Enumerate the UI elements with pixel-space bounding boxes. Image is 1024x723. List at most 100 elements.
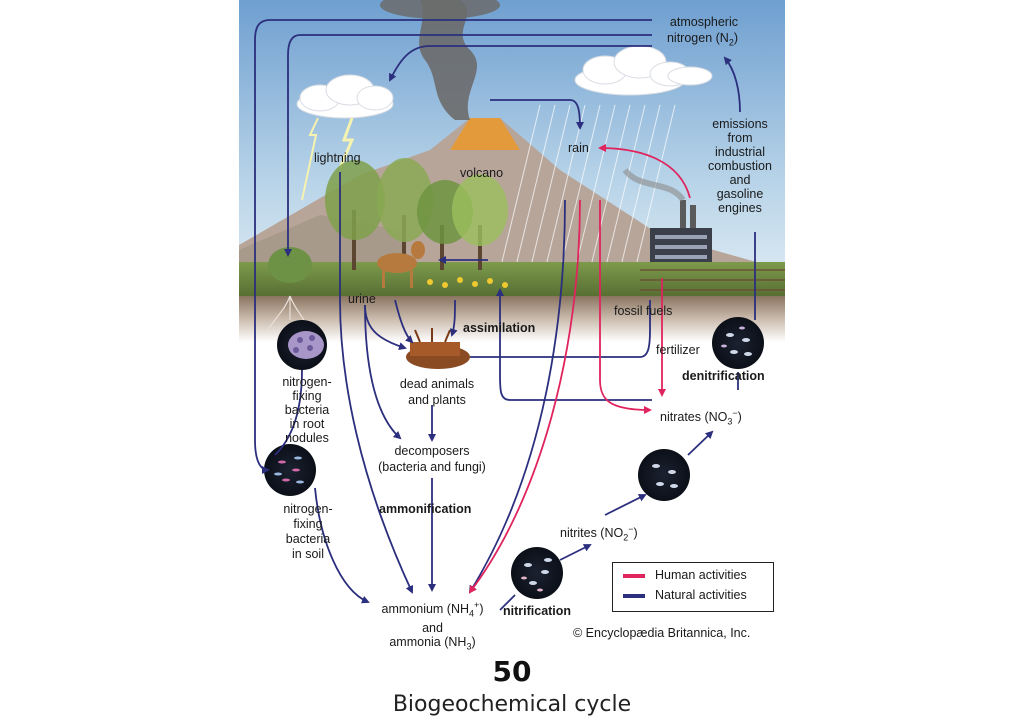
label-atmospheric: atmospheric	[669, 15, 738, 29]
label-volcano: volcano	[460, 166, 504, 180]
ammonia-text: ammonia (NH	[389, 634, 467, 649]
soil-bacteria-line: bacteria	[285, 532, 331, 546]
label-emissions: emissions from industrial combustion and…	[705, 117, 775, 215]
legend-label-natural: Natural activities	[655, 588, 747, 602]
label-fertilizer: fertilizer	[656, 343, 700, 357]
soil-bacteria-line: fixing	[293, 517, 323, 531]
dead-line: dead animals	[399, 377, 475, 391]
root-nodules-line: fixing	[292, 389, 322, 403]
label-n2-close: )	[733, 31, 738, 45]
label-ammonium: ammonium (NH4+) and ammonia (NH3)	[360, 598, 505, 653]
label-lightning: lightning	[314, 151, 361, 165]
nitrates-superscript: −	[732, 408, 738, 418]
arrow-rain-to-ammonium	[468, 199, 566, 594]
decomposers-line: decomposers	[394, 444, 470, 458]
ammonium-line: ammonium (NH4+)	[360, 598, 505, 621]
emissions-line: and	[729, 173, 751, 187]
arrow-bacteria-to-nitrates	[687, 430, 714, 456]
label-decomposers: decomposers (bacteria and fungi)	[362, 443, 502, 475]
nitrite-bacteria-icon	[638, 449, 690, 501]
emissions-line: combustion	[708, 159, 772, 173]
label-urine: urine	[348, 292, 376, 306]
nitrates-text: nitrates (NO	[660, 410, 728, 425]
root-nodules-line: nitrogen-	[282, 375, 332, 389]
ammonium-superscript: +	[474, 600, 480, 610]
natural-arrows	[254, 19, 756, 611]
arrow-atmosphere-to-plants	[284, 34, 652, 257]
nitrates-subscript: 3	[727, 416, 733, 427]
caption: Biogeochemical cycle	[392, 692, 632, 717]
nitrification-bacteria-icon	[511, 547, 563, 599]
human-arrows	[468, 144, 691, 594]
factory-smoke	[622, 167, 686, 202]
rain-streaks	[499, 104, 676, 271]
cloud-left-icon	[296, 74, 394, 119]
ammonia-subscript: 3	[466, 641, 472, 652]
smoke-plume	[419, 0, 478, 120]
label-nitrates: nitrates (NO3−)	[660, 406, 742, 429]
soil-bacteria-icon	[264, 444, 316, 496]
soil-layer	[239, 296, 785, 342]
arrow-nitrates-to-plants	[496, 288, 652, 401]
ammonia-close: )	[471, 634, 476, 649]
ammonium-close: )	[479, 602, 484, 617]
denitrification-bacteria-icon	[712, 317, 764, 369]
label-rain: rain	[568, 141, 589, 155]
label-denitrification: denitrification	[682, 369, 765, 383]
soil-bacteria-line: nitrogen-	[283, 502, 333, 516]
legend-swatch-natural	[623, 594, 645, 598]
soil-bacteria-line: in soil	[292, 547, 324, 561]
arrow-industry-to-rain	[598, 144, 691, 199]
emissions-line: from	[727, 131, 753, 145]
arrow-atmosphere-to-lightning	[389, 45, 652, 82]
legend-swatch-human	[623, 574, 645, 578]
cloud-right-icon	[574, 45, 713, 96]
label-dead-animals: dead animals and plants	[382, 376, 492, 408]
arrow-goat-to-dead	[394, 299, 414, 344]
plowed-field	[640, 269, 785, 291]
arrow-industry-to-ammonium	[468, 199, 581, 594]
label-ammonification: ammonification	[379, 502, 472, 516]
nitrates-close: )	[737, 410, 742, 425]
lightning-bolt-icon	[338, 117, 355, 169]
arrow-soil-bacteria-to-ammonium	[314, 487, 370, 604]
tree-icon	[452, 174, 508, 270]
label-nitrogen-n2: nitrogen (N2)	[640, 31, 738, 50]
ammonium-subscript: 4	[469, 608, 475, 619]
arrow-nitrites-to-bacteria	[604, 494, 647, 516]
emissions-line: emissions	[712, 117, 768, 131]
root-nodules-line: nodules	[285, 431, 329, 445]
ammonium-text: ammonium (NH	[381, 602, 470, 617]
lava-icon	[450, 118, 520, 150]
flowers	[427, 277, 508, 288]
arrow-plants-to-dead	[449, 299, 458, 337]
shrub-icon	[268, 247, 312, 283]
fossil-fuels-line	[470, 300, 651, 358]
nitrites-close: )	[633, 526, 638, 541]
label-nitrites: nitrites (NO2−)	[560, 522, 638, 545]
dead-line: and plants	[408, 393, 466, 407]
label-root-nodules: nitrogen- fixing bacteria in root nodule…	[272, 375, 342, 445]
emissions-line: gasoline	[716, 187, 764, 201]
ammonium-and: and	[422, 620, 443, 635]
emissions-line: engines	[718, 201, 762, 215]
arrow-volcano-to-rain	[490, 99, 584, 130]
arrow-fossil-to-nitrates	[599, 200, 652, 414]
label-assimilation: assimilation	[463, 321, 536, 335]
arrow-nitrification-to-nitrites	[559, 544, 592, 561]
label-nitrogen-text: nitrogen (N	[666, 31, 729, 45]
arrow-emissions-to-atmosphere	[723, 56, 741, 113]
ammonia-line: ammonia (NH3)	[360, 635, 505, 654]
smoke-cloud	[380, 0, 500, 19]
dead-matter-icon	[406, 328, 470, 369]
label-fossil-fuels: fossil fuels	[614, 304, 673, 318]
arrow-atmosphere-to-soil-bacteria	[254, 19, 652, 474]
label-nitrification: nitrification	[503, 604, 572, 618]
decomposers-line: (bacteria and fungi)	[378, 460, 486, 474]
nitrites-text: nitrites (NO	[560, 526, 624, 541]
copyright-credit: © Encyclopædia Britannica, Inc.	[573, 626, 751, 640]
nitrites-superscript: −	[628, 524, 634, 534]
emissions-line: industrial	[714, 145, 766, 159]
